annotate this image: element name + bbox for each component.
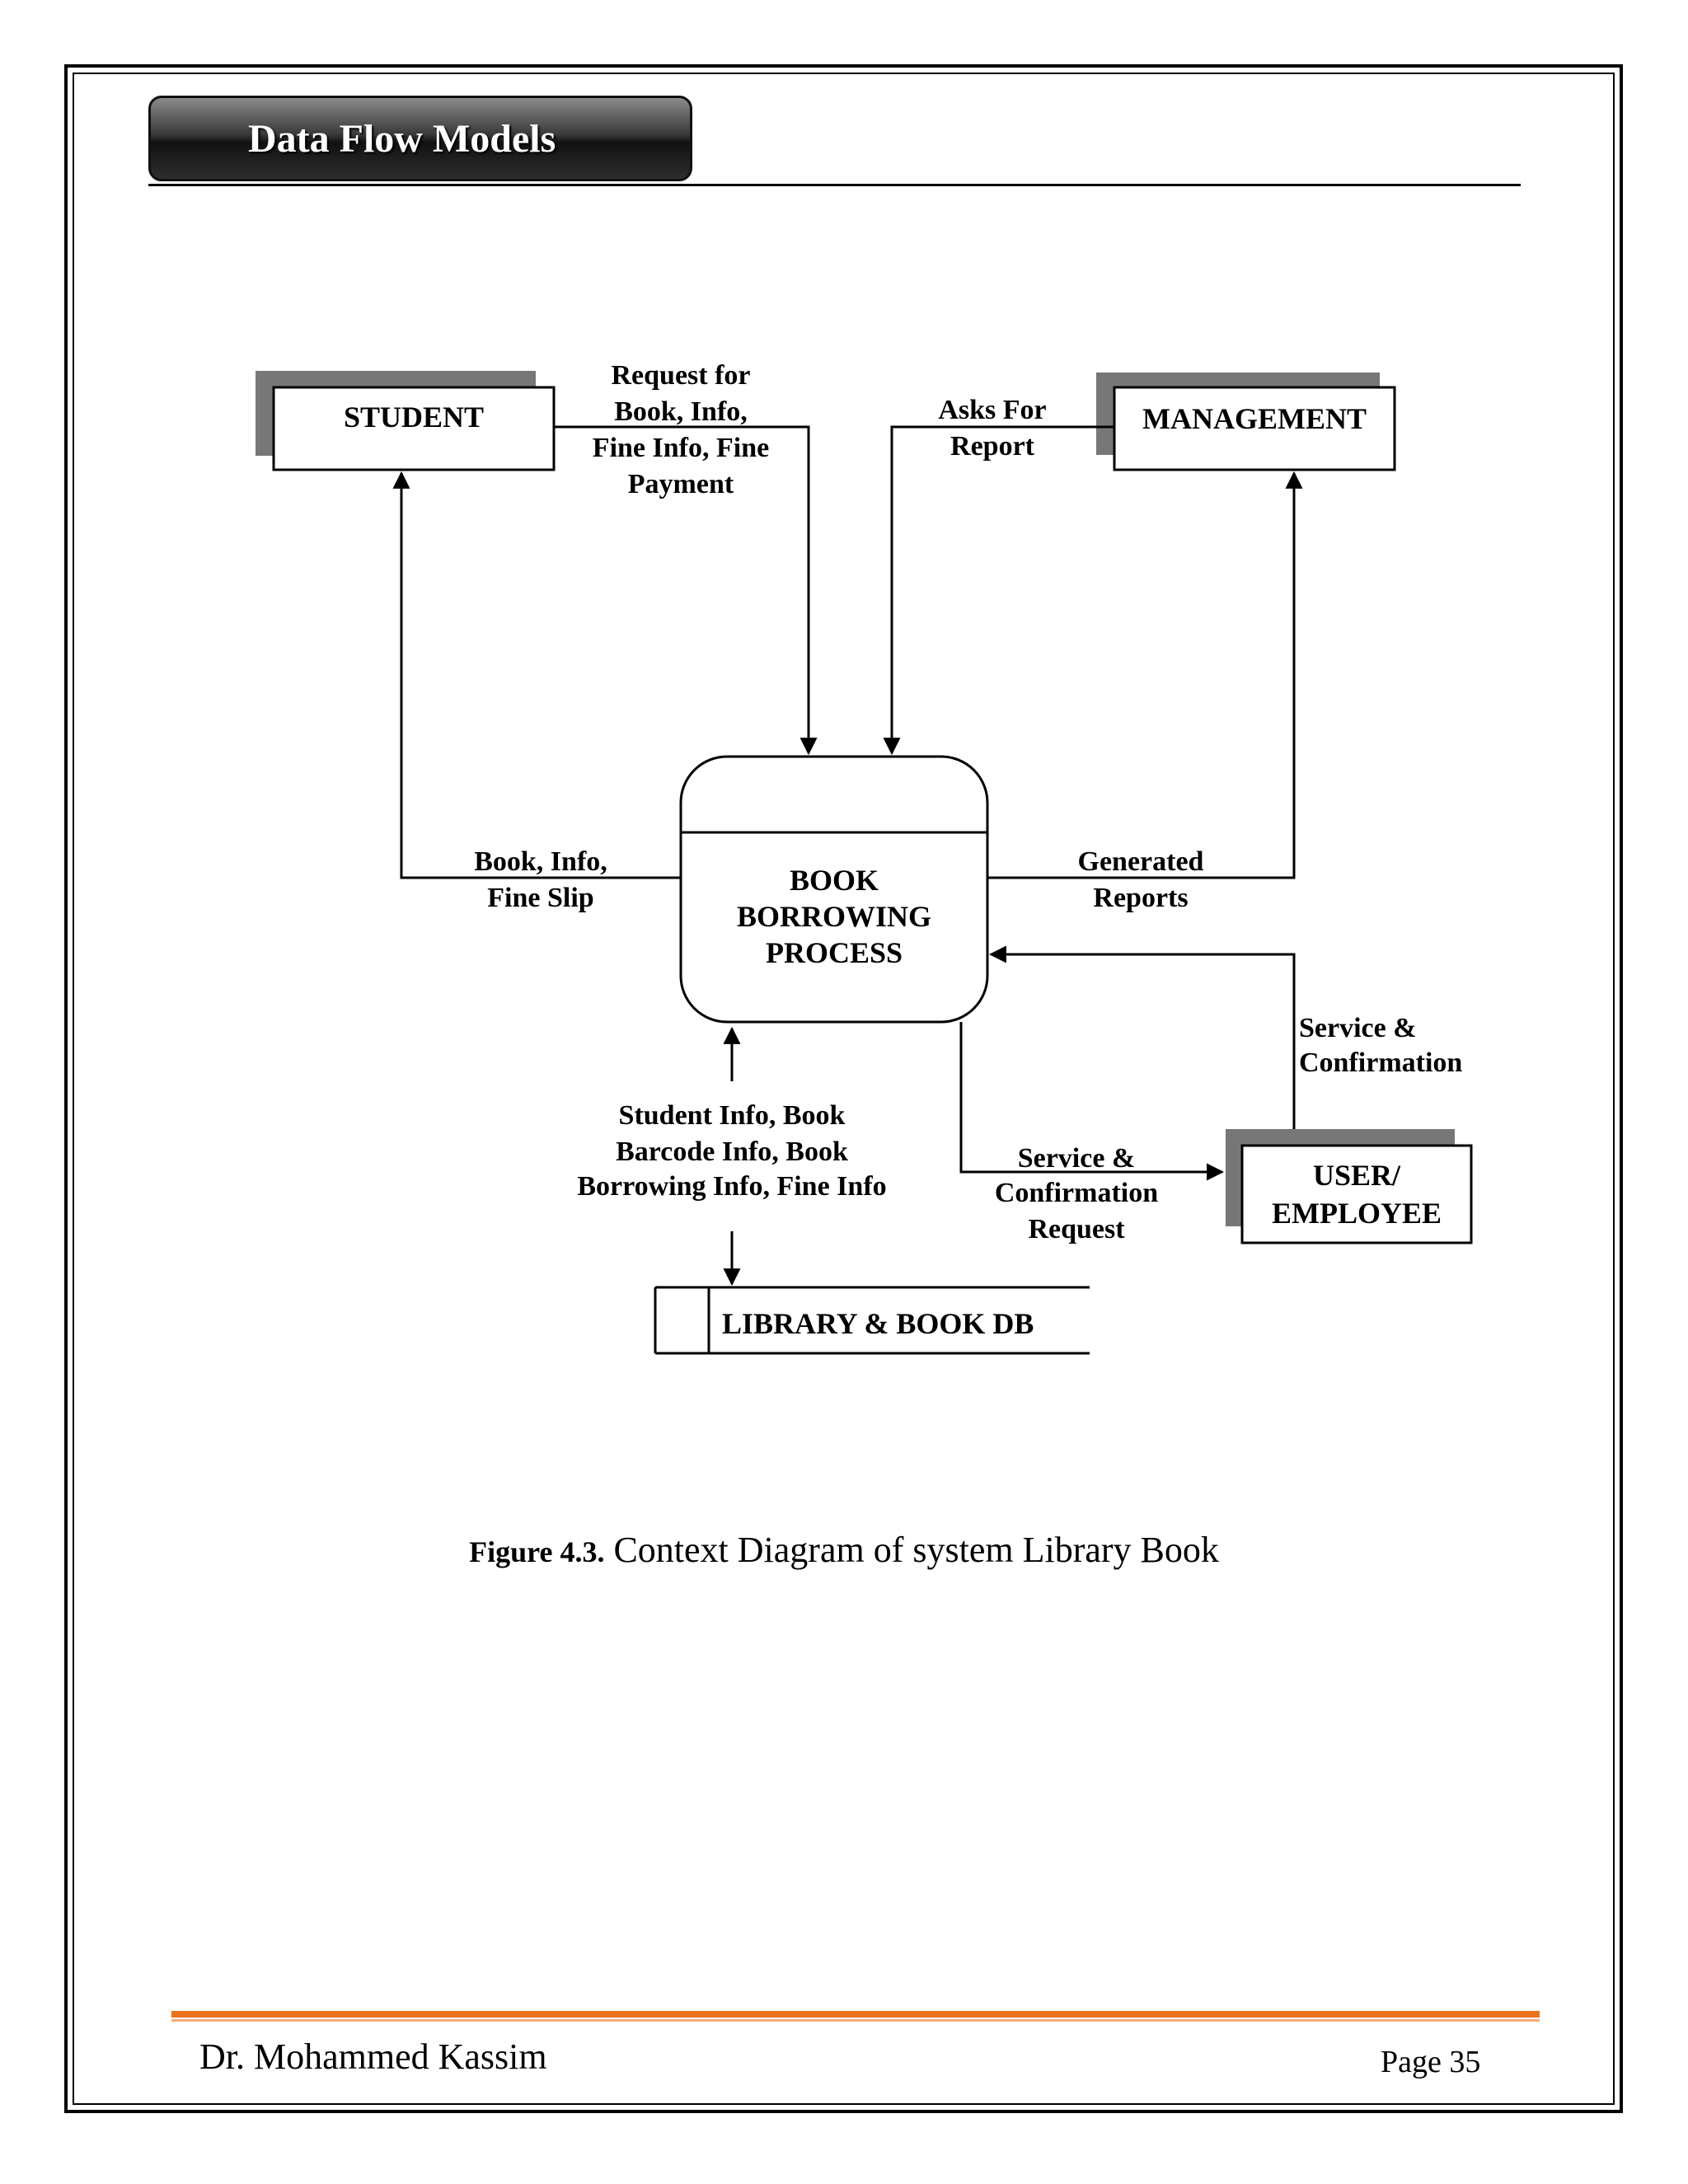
entity-student-label: STUDENT [344, 401, 484, 434]
footer-rule-thin [171, 2019, 1540, 2022]
flow-label-line: Request for [611, 360, 750, 391]
flow-asks-report-label: Asks For Report [938, 395, 1046, 462]
footer-rule [171, 2011, 1540, 2018]
flow-label-line: Student Info, Book [619, 1100, 846, 1131]
flow-service-request-label: Service & Confirmation Request [995, 1143, 1158, 1244]
flow-student-request-line [554, 425, 818, 756]
header-rule [148, 184, 1521, 186]
flow-label-line: Borrowing Info, Fine Info [577, 1171, 886, 1202]
flow-student-request-label: Request for Book, Info, Fine Info, Fine … [593, 360, 769, 499]
flow-generated-reports-label: Generated Reports [1078, 846, 1204, 913]
flow-label-line: Reports [1093, 883, 1188, 913]
flow-label-line: Book, Info, [614, 396, 748, 427]
flow-asks-report-line [883, 425, 1114, 756]
datastore-label: LIBRARY & BOOK DB [722, 1307, 1034, 1340]
flow-service-request-line [959, 1022, 1225, 1181]
entity-user-employee: USER/ EMPLOYEE [1226, 1129, 1473, 1244]
section-title: Data Flow Models [248, 116, 556, 161]
flow-generated-reports-line [987, 471, 1303, 879]
flow-service-confirmation-label: Service & Confirmation [1299, 1013, 1462, 1078]
figure-caption: Figure 4.3. Context Diagram of system Li… [0, 1529, 1688, 1571]
flow-label-line: Confirmation [995, 1178, 1158, 1208]
process-label-line-3: PROCESS [766, 936, 903, 969]
flow-label-line: Fine Slip [487, 883, 593, 913]
flow-label-line: Asks For [938, 395, 1046, 425]
flow-label-line: Service & [1299, 1013, 1417, 1043]
flow-db-info-label: Student Info, Book Barcode Info, Book Bo… [577, 1100, 886, 1202]
flow-book-info-line [392, 471, 681, 879]
entity-management: MANAGEMENT [1096, 373, 1396, 471]
flow-label-line: Confirmation [1299, 1047, 1462, 1078]
footer-author: Dr. Mohammed Kassim [199, 2036, 547, 2077]
entity-student: STUDENT [256, 371, 556, 471]
entity-employee-label: EMPLOYEE [1272, 1197, 1442, 1230]
section-header-tab: Data Flow Models [148, 96, 692, 181]
process-book-borrowing: BOOK BORROWING PROCESS [679, 755, 989, 1024]
process-label-line-2: BORROWING [737, 900, 931, 933]
page-border [64, 64, 1623, 2113]
figure-number: Figure 4.3. [469, 1535, 605, 1568]
entity-management-label: MANAGEMENT [1142, 402, 1367, 435]
flow-book-info-label: Book, Info, Fine Slip [474, 846, 607, 913]
flow-label-line: Request [1028, 1214, 1125, 1244]
process-label-line-1: BOOK [790, 864, 879, 897]
flow-label-line: Book, Info, [474, 846, 607, 877]
page-number: Page 35 [1381, 2045, 1481, 2079]
flow-service-confirmation-line [988, 945, 1296, 1129]
page-border-inner [73, 73, 1615, 2105]
figure-caption-text: Context Diagram of system Library Book [604, 1530, 1219, 1570]
flow-label-line: Generated [1078, 846, 1204, 877]
datastore-library-book-db: LIBRARY & BOOK DB [654, 1286, 1090, 1355]
flow-label-line: Payment [628, 469, 734, 499]
entity-user-label: USER/ [1313, 1159, 1401, 1192]
flow-label-line: Report [950, 431, 1035, 462]
flow-label-line: Barcode Info, Book [616, 1137, 848, 1167]
flow-label-line: Fine Info, Fine [593, 433, 769, 463]
flow-label-line: Service & [1018, 1143, 1136, 1174]
